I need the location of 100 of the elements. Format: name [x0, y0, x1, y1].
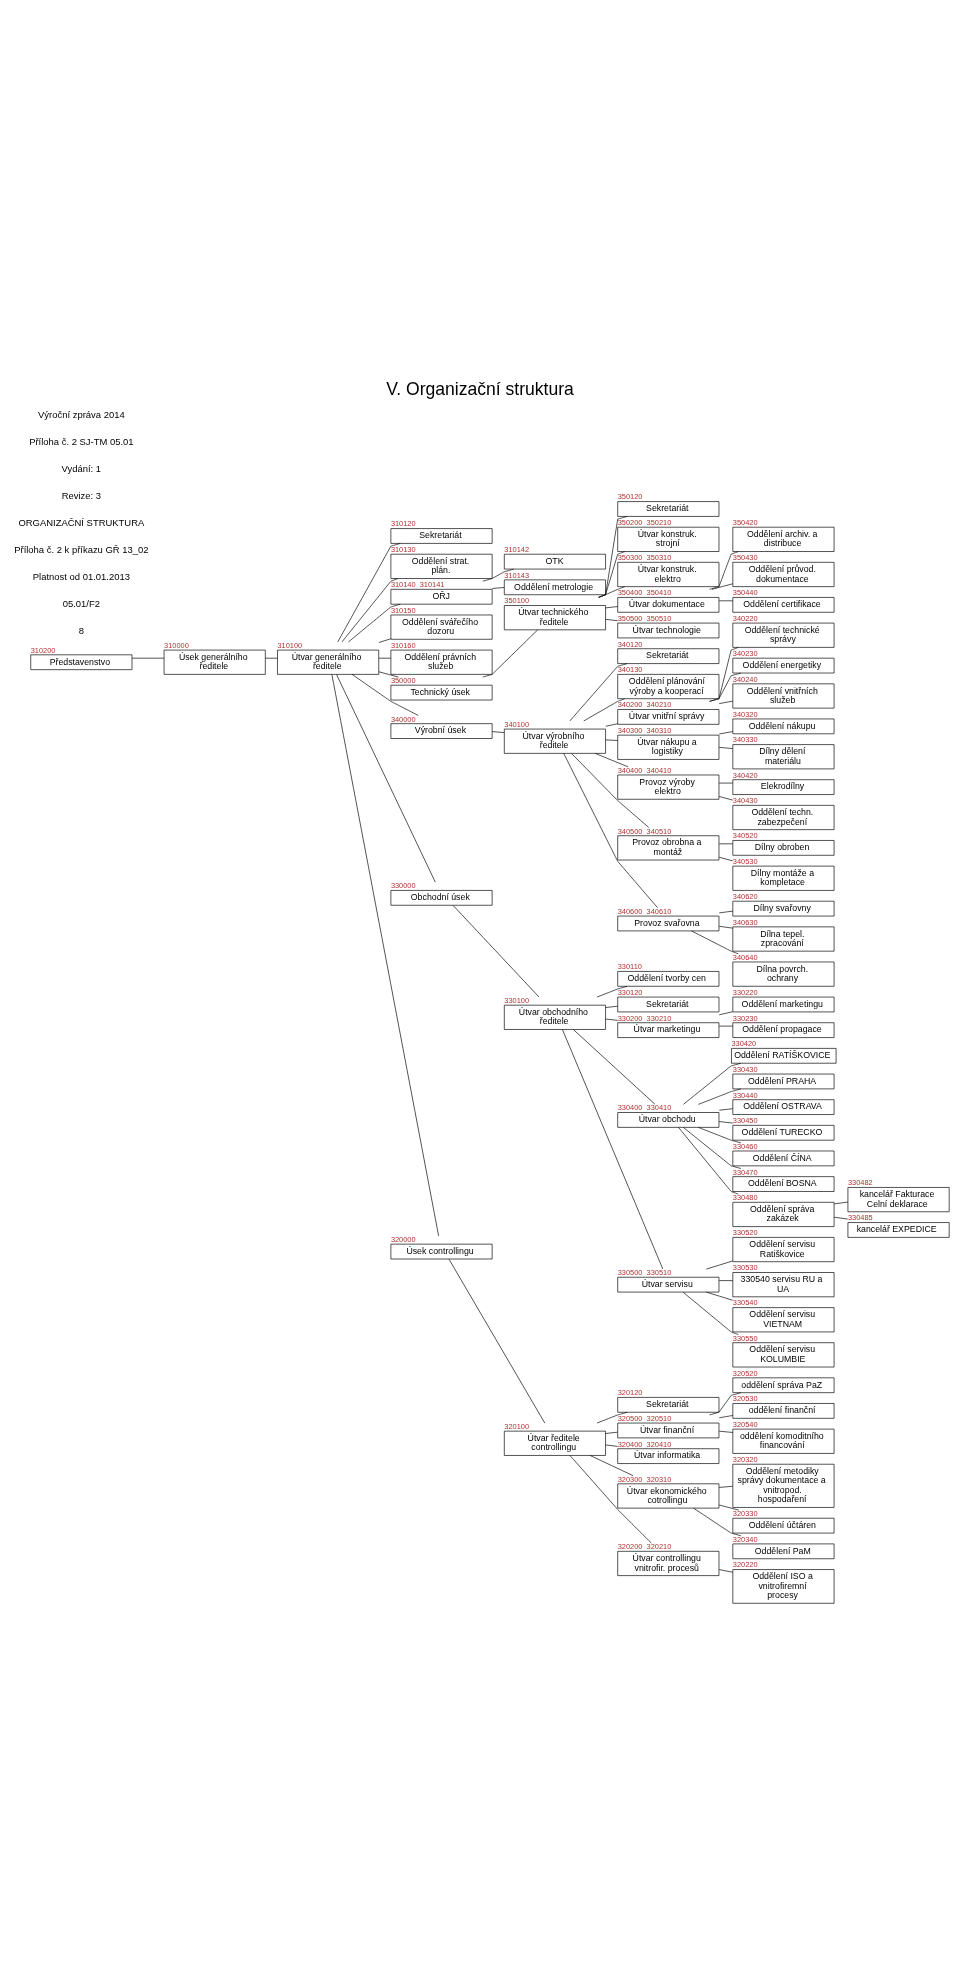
connector [452, 905, 540, 998]
connector [562, 1029, 664, 1270]
node-label: 330500 330510 [617, 1268, 672, 1278]
node-box: Útvar obchodu [617, 1112, 720, 1128]
node-box: Sekretariát [617, 996, 720, 1013]
node-box: Provoz obrobna a montáž [617, 835, 720, 861]
node-label: 350420 [732, 518, 758, 528]
node-box: Oddělení techn. zabezpečení [732, 805, 835, 830]
connector [598, 516, 628, 598]
node-box: Oddělení plánování výroby a kooperací [617, 674, 720, 700]
node-label: 330100 [504, 996, 530, 1006]
label: Příloha č. 2 k příkazu GŘ 13_02 [14, 544, 149, 556]
node-box: Dílna tepel. zpracování [732, 926, 835, 952]
node-label: 330440 [732, 1090, 758, 1100]
node-box: Oddělení svářečího dozoru [390, 614, 493, 640]
node-box: oddělení správa PaZ [732, 1377, 835, 1393]
node-box: Dílna povrch. ochrany [732, 961, 835, 987]
node-box: Útvar controllingu vnitrofir. procesů [617, 1551, 720, 1576]
connector [605, 1005, 618, 1008]
node-box: Oddělení servisu VIETNAM [732, 1307, 835, 1333]
node-label: 310100 [277, 640, 303, 650]
connector [834, 1201, 849, 1205]
node-box: Dílny dělení materiálu [732, 744, 835, 770]
node-box: Oddělení metodiky správy dokumentace a vnitropod. hospodaření [732, 1463, 835, 1508]
node-box: Útvar nákupu a logistiky [617, 734, 720, 760]
node-box: Oddělení certifikace [732, 597, 835, 613]
node-label: 340130 [617, 665, 643, 675]
node-label: 340630 [732, 917, 758, 927]
node-label: 330420 [731, 1039, 757, 1049]
node-label: 350400 350410 [617, 588, 672, 598]
connector [718, 856, 734, 862]
connector [834, 1216, 849, 1220]
connector [265, 657, 278, 659]
node-label: 320320 [732, 1455, 758, 1465]
node-label: 330550 [732, 1333, 758, 1343]
node-label: 320220 [732, 1560, 758, 1570]
node-label: 310140 310141 [390, 580, 445, 590]
connector [693, 1507, 742, 1537]
node-label: 320000 [390, 1235, 416, 1244]
connector [492, 587, 505, 589]
node-box: oddělení finanční [732, 1403, 835, 1419]
node-label: 350440 [732, 588, 758, 598]
node-box: Oddělení strat. plán. [390, 553, 493, 579]
node-label: 340530 [732, 856, 758, 866]
node-label: 330430 [732, 1064, 758, 1074]
node-label: 340620 [732, 892, 758, 902]
node-label: 340120 [617, 639, 643, 649]
connector [482, 629, 538, 678]
node-box: Oddělení právních služeb [390, 649, 493, 675]
node-label: 320340 [732, 1534, 758, 1544]
node-label: 330530 [732, 1263, 758, 1273]
node-label: 340500 340510 [617, 826, 672, 836]
node-label: 310000 [164, 640, 189, 650]
node-box: Útvar finanční [617, 1422, 720, 1439]
node-box: Útvar výrobního ředitele [503, 728, 606, 754]
node-label: 350500 350510 [617, 613, 672, 623]
node-label: 320500 320510 [617, 1413, 672, 1423]
connector [378, 671, 399, 678]
label: 8 [78, 625, 84, 637]
node-label: 330485 [847, 1213, 873, 1223]
connector [348, 603, 401, 643]
connector [573, 1029, 656, 1105]
node-label: 340420 [732, 770, 758, 780]
connector [698, 1127, 742, 1144]
node-label: 350000 [390, 676, 416, 686]
node-box: Útvar ředitele controllingu [503, 1430, 606, 1456]
node-box: Obchodní úsek [390, 890, 493, 906]
connector [583, 698, 625, 722]
connector [683, 1062, 742, 1105]
node-box: Oddělení propagace [732, 1022, 835, 1038]
connector [698, 1088, 742, 1105]
node-label: 340100 [504, 719, 530, 729]
node-label: 330540 [732, 1298, 758, 1308]
node-label: 330470 [732, 1167, 758, 1177]
connector [598, 586, 625, 598]
connector [337, 543, 401, 643]
node-box: Útvar konstruk. strojní [617, 526, 720, 552]
node-label: 340330 [732, 735, 758, 745]
node-label: 320400 320410 [617, 1439, 672, 1449]
label: Platnost od 01.01.2013 [32, 571, 130, 583]
node-label: 310150 [390, 605, 416, 615]
node-label: 340520 [732, 831, 758, 841]
connector [718, 796, 734, 801]
node-box: Dílny svařovny [732, 900, 835, 917]
node-box: Oddělení ČÍNA [732, 1150, 835, 1167]
connector [569, 663, 628, 722]
node-box: Oddělení ISO a vnitrofiremní procesy [732, 1569, 835, 1604]
node-box: Útvar technického ředitele [503, 605, 606, 631]
node-box: Útvar servisu [617, 1276, 720, 1293]
node-label: 340220 [732, 613, 758, 623]
connector [718, 1504, 740, 1511]
connector [682, 1291, 739, 1335]
node-box: Útvar dokumentace [617, 597, 720, 613]
node-label: 340640 [732, 952, 758, 962]
node-label: 320100 [504, 1421, 530, 1431]
node-label: 340000 [390, 714, 416, 724]
node-label: 350200 350210 [617, 518, 672, 528]
connector [718, 731, 734, 735]
connector [448, 1258, 546, 1424]
connector [589, 1455, 634, 1476]
